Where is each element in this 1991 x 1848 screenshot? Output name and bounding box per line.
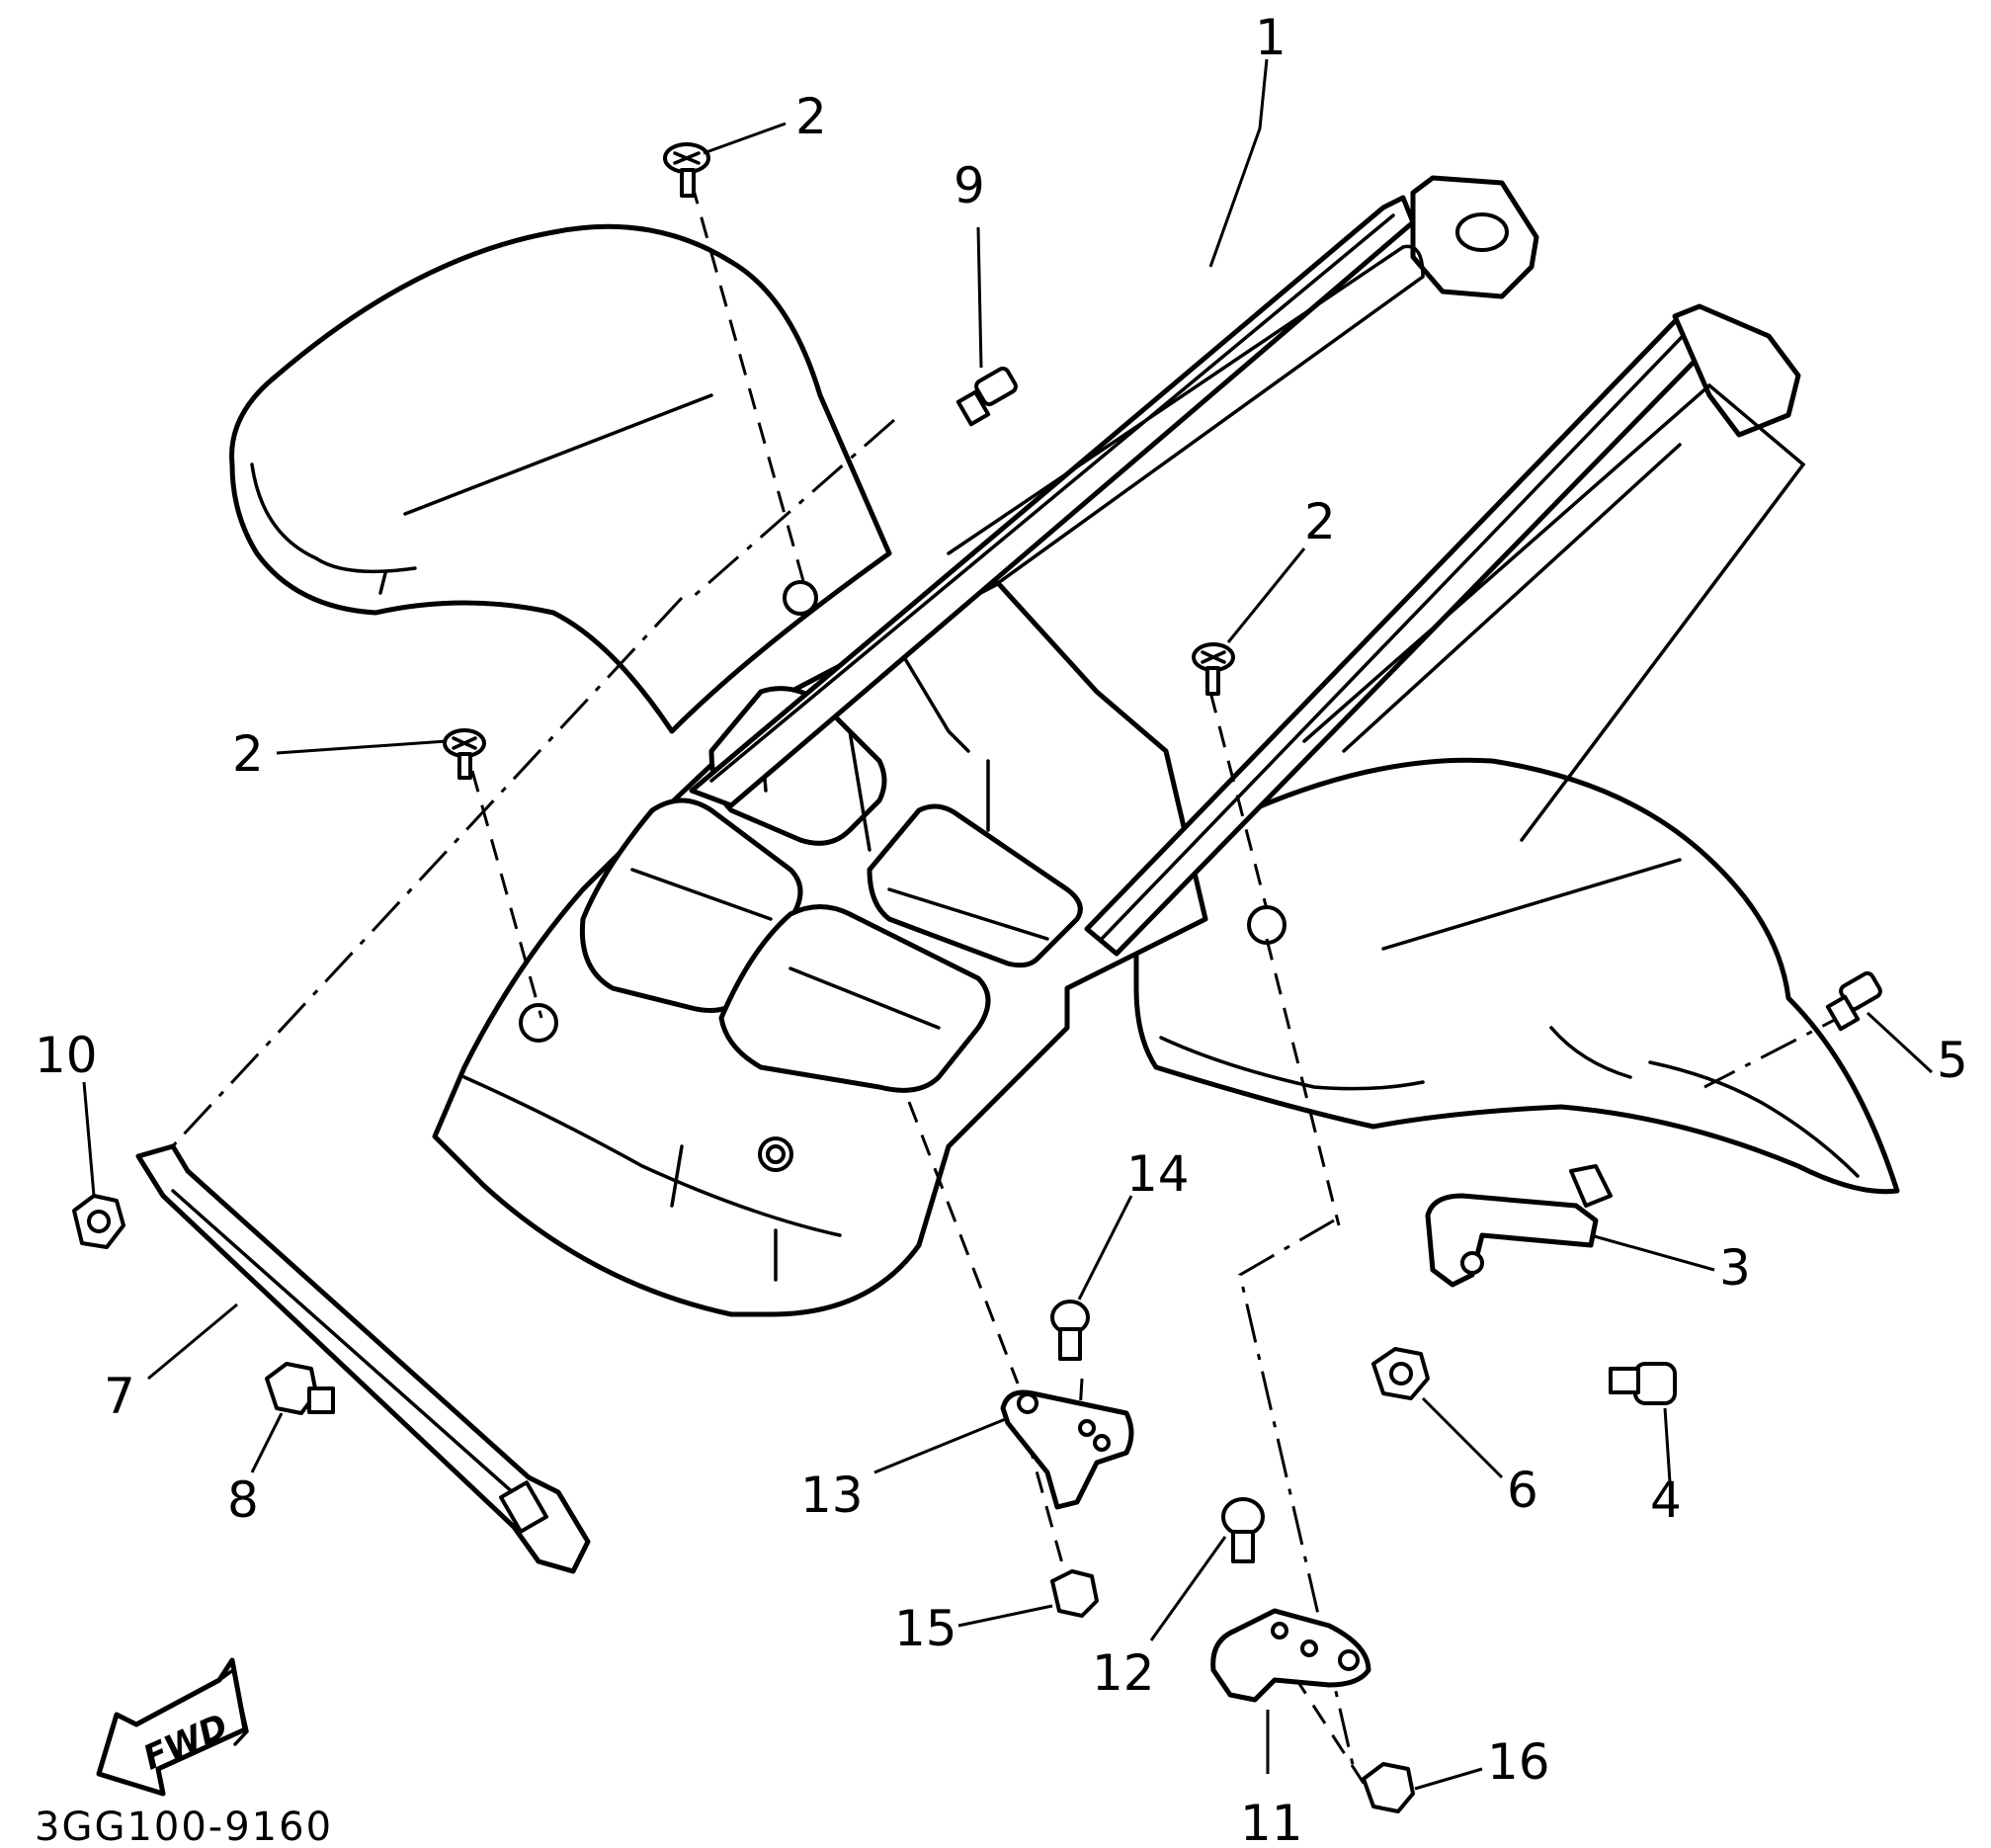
callout-15: 15 — [894, 1600, 957, 1657]
callout-16: 16 — [1487, 1733, 1550, 1791]
bolt-9 — [955, 366, 1018, 427]
callout-11: 11 — [1240, 1795, 1303, 1848]
bracket-13 — [1000, 1389, 1134, 1510]
callout-9: 9 — [954, 157, 985, 214]
callout-3: 3 — [1719, 1239, 1751, 1297]
callout-2-left: 2 — [232, 725, 264, 783]
bracket-3 — [1425, 1164, 1613, 1288]
bolt-8 — [265, 1362, 335, 1415]
stay-bracket-7 — [135, 1143, 591, 1574]
leader-lines — [82, 58, 1934, 1791]
callout-12: 12 — [1092, 1644, 1155, 1702]
bolt-12 — [1221, 1497, 1265, 1563]
nut-6 — [1371, 1347, 1430, 1400]
callout-14: 14 — [1126, 1145, 1190, 1203]
bracket-11 — [1210, 1608, 1371, 1703]
callout-8: 8 — [227, 1471, 259, 1529]
nut-16 — [1362, 1762, 1415, 1813]
nut-10 — [72, 1194, 125, 1249]
bolt-5 — [1825, 970, 1882, 1032]
forward-direction-arrow: FWD — [96, 1657, 249, 1797]
callout-10: 10 — [35, 1027, 98, 1084]
nut-15 — [1050, 1569, 1099, 1618]
rear-fender-body — [229, 175, 1900, 1317]
callout-6: 6 — [1507, 1462, 1538, 1519]
callout-1: 1 — [1255, 9, 1286, 66]
screw-2-top — [663, 142, 710, 198]
screw-2-right — [1192, 642, 1235, 696]
alignment-lines — [166, 182, 1859, 1800]
callout-2-right: 2 — [1304, 493, 1336, 550]
callout-4: 4 — [1650, 1471, 1682, 1529]
hardware-parts — [72, 142, 1882, 1813]
callout-7: 7 — [104, 1368, 135, 1425]
bolt-14 — [1050, 1300, 1090, 1361]
callout-5: 5 — [1937, 1032, 1968, 1089]
diagram-code: 3GG100-9160 — [35, 1805, 333, 1848]
callout-13: 13 — [800, 1467, 864, 1524]
screw-2-left — [443, 728, 486, 780]
callout-2-top: 2 — [795, 88, 827, 145]
callout-labels: 1 2 9 2 2 5 10 3 14 7 8 13 6 4 15 12 16 … — [35, 9, 1968, 1848]
bolt-4 — [1609, 1362, 1677, 1405]
